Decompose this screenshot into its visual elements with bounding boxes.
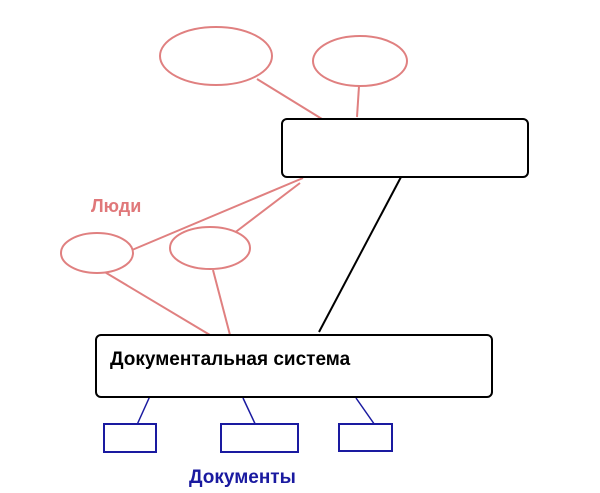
connector-system-box-to-document-1	[135, 395, 151, 428]
document-box-3	[338, 423, 393, 452]
person-ellipse-top-right	[312, 35, 408, 87]
documents-label: Документы	[189, 467, 296, 488]
person-ellipse-top-left	[159, 26, 273, 86]
person-ellipse-mid-left	[60, 232, 134, 274]
document-box-1	[103, 423, 157, 453]
person-ellipse-mid-right	[169, 226, 251, 270]
connector-top-box-to-system-box	[318, 176, 402, 333]
system-label: Документальная система	[110, 349, 351, 370]
connector-ellipse-mid-left-to-system-box	[102, 270, 211, 336]
connector-ellipse-top-right-to-top-box	[356, 85, 360, 118]
top-box	[281, 118, 529, 178]
connector-top-box-to-ellipse-mid-left	[131, 177, 304, 251]
people-label: Люди	[91, 196, 141, 216]
document-box-2	[220, 423, 299, 453]
connector-ellipse-mid-right-to-system-box	[212, 269, 231, 336]
connector-ellipse-top-left-to-top-box	[256, 78, 323, 120]
system-box	[95, 334, 493, 398]
connector-top-box-to-ellipse-mid-right	[232, 182, 301, 235]
